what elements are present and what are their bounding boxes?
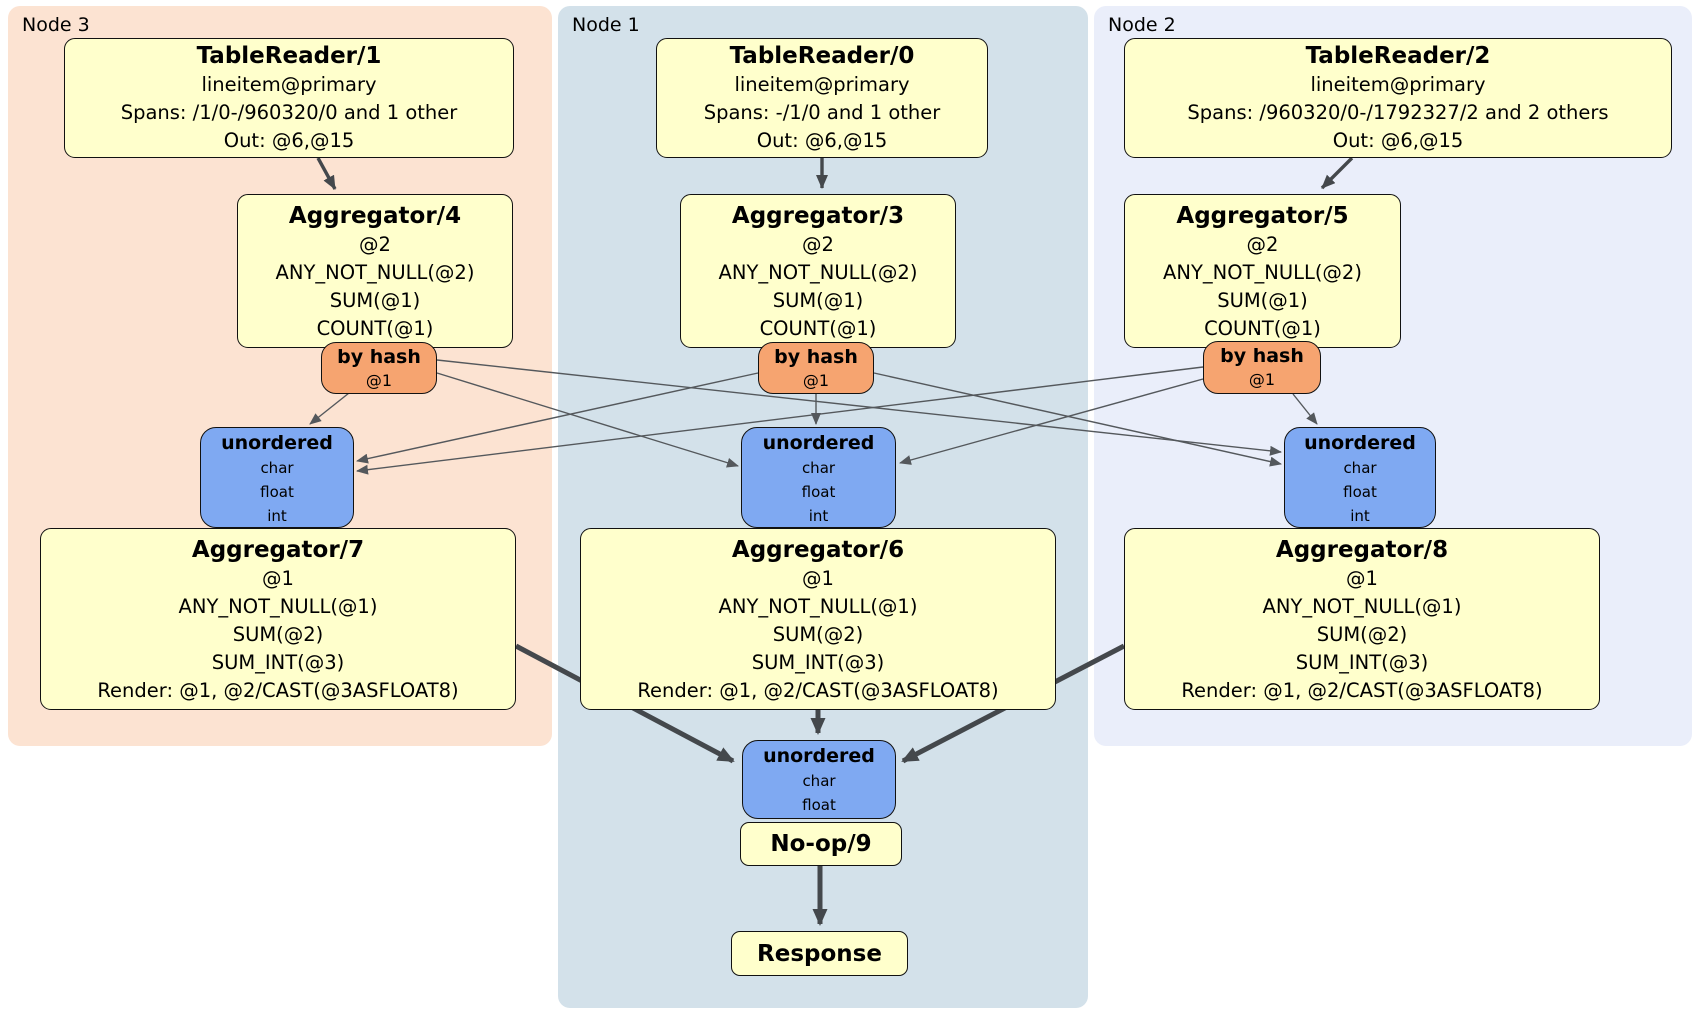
tablereader-1-out: Out: @6,@15 [223,129,355,152]
aggregator-8-fn2: SUM(@2) [1316,623,1408,646]
sync-unordered-node3-title: unordered [221,432,333,454]
sync-unordered-final-type2: float [802,796,836,814]
aggregator-3-fn2: SUM(@1) [772,289,864,312]
aggregator-8-title: Aggregator/8 [1275,537,1449,563]
aggregator-4-fn1: ANY_NOT_NULL(@2) [275,261,475,284]
aggregator-8-render: Render: @1, @2/CAST(@3ASFLOAT8) [1181,679,1543,702]
router-byhash-node1-col: @1 [802,371,830,390]
tablereader-2-box: TableReader/2 lineitem@primary Spans: /9… [1124,38,1672,158]
aggregator-8-box: Aggregator/8 @1 ANY_NOT_NULL(@1) SUM(@2)… [1124,528,1600,710]
sync-unordered-node1-type3: int [808,507,829,525]
aggregator-8-group: @1 [1346,567,1378,590]
noop-9-title: No-op/9 [770,831,872,857]
tablereader-1-title: TableReader/1 [196,43,382,69]
aggregator-6-fn3: SUM_INT(@3) [751,651,885,674]
sync-unordered-node1-type2: float [801,483,836,501]
aggregator-5-box: Aggregator/5 @2 ANY_NOT_NULL(@2) SUM(@1)… [1124,194,1401,348]
edge-byhash3-unord3 [309,392,350,425]
tablereader-1-box: TableReader/1 lineitem@primary Spans: /1… [64,38,514,158]
aggregator-6-render: Render: @1, @2/CAST(@3ASFLOAT8) [637,679,999,702]
sync-unordered-node1-title: unordered [762,432,875,454]
edge-tr1-agg4 [316,157,337,190]
aggregator-7-render: Render: @1, @2/CAST(@3ASFLOAT8) [97,679,459,702]
tablereader-0-out: Out: @6,@15 [756,129,888,152]
noop-9-box: No-op/9 [740,822,902,866]
router-byhash-node1-title: by hash [774,346,858,368]
aggregator-7-title: Aggregator/7 [191,537,365,563]
tablereader-2-index: lineitem@primary [1310,73,1486,96]
aggregator-4-box: Aggregator/4 @2 ANY_NOT_NULL(@2) SUM(@1)… [237,194,513,348]
sync-unordered-node2-type2: float [1343,483,1377,501]
edge-byhash2-unord1 [899,378,1204,465]
tablereader-2-title: TableReader/2 [1305,43,1491,69]
router-byhash-node2: by hash @1 [1203,341,1321,394]
tablereader-0-spans: Spans: -/1/0 and 1 other [703,101,941,124]
tablereader-0-index: lineitem@primary [734,73,910,96]
router-byhash-node3-title: by hash [337,346,421,368]
region-node3-label: Node 3 [22,14,90,36]
aggregator-7-fn2: SUM(@2) [232,623,324,646]
aggregator-7-fn3: SUM_INT(@3) [211,651,345,674]
edge-byhash3-unord1 [436,372,739,468]
aggregator-6-group: @1 [802,567,834,590]
edge-tr2-agg5 [1320,156,1354,190]
tablereader-0-box: TableReader/0 lineitem@primary Spans: -/… [656,38,988,158]
aggregator-6-fn2: SUM(@2) [772,623,864,646]
router-byhash-node1: by hash @1 [758,342,874,394]
tablereader-2-spans: Spans: /960320/0-/1792327/2 and 2 others [1187,101,1609,124]
aggregator-4-group: @2 [359,233,391,256]
sync-unordered-final: unordered char float [742,740,896,819]
aggregator-3-group: @2 [802,233,834,256]
aggregator-3-box: Aggregator/3 @2 ANY_NOT_NULL(@2) SUM(@1)… [680,194,956,348]
sync-unordered-node2-type3: int [1350,507,1370,525]
edge-byhash1-unord2 [873,372,1282,467]
aggregator-4-fn2: SUM(@1) [329,289,421,312]
aggregator-4-fn3: COUNT(@1) [316,317,434,340]
aggregator-3-fn3: COUNT(@1) [759,317,877,340]
sync-unordered-node2-type1: char [1343,459,1377,477]
sync-unordered-node1: unordered char float int [741,427,896,528]
sync-unordered-node2: unordered char float int [1284,427,1436,528]
aggregator-5-group: @2 [1246,233,1279,256]
aggregator-8-fn1: ANY_NOT_NULL(@1) [1262,595,1462,618]
aggregator-5-fn3: COUNT(@1) [1204,317,1321,340]
aggregator-8-fn3: SUM_INT(@3) [1295,651,1429,674]
tablereader-0-title: TableReader/0 [729,43,915,69]
aggregator-6-title: Aggregator/6 [731,537,905,563]
sync-unordered-final-title: unordered [763,745,875,767]
sync-unordered-final-type1: char [802,772,836,790]
sync-unordered-node3: unordered char float int [200,427,354,528]
sync-unordered-node3-type3: int [267,507,287,525]
edge-byhash2-unord2 [1292,393,1318,425]
router-byhash-node2-title: by hash [1220,345,1304,367]
tablereader-1-index: lineitem@primary [201,73,377,96]
aggregator-7-group: @1 [262,567,294,590]
aggregator-3-title: Aggregator/3 [731,203,905,229]
aggregator-5-title: Aggregator/5 [1176,203,1349,229]
response-title: Response [757,940,882,967]
aggregator-6-fn1: ANY_NOT_NULL(@1) [718,595,918,618]
region-node1-label: Node 1 [572,14,640,36]
sync-unordered-node3-type2: float [260,483,294,501]
router-byhash-node3-col: @1 [365,371,393,390]
aggregator-6-box: Aggregator/6 @1 ANY_NOT_NULL(@1) SUM(@2)… [580,528,1056,710]
tablereader-1-spans: Spans: /1/0-/960320/0 and 1 other [120,101,458,124]
sync-unordered-node1-type1: char [801,459,836,477]
router-byhash-node2-col: @1 [1248,370,1276,389]
aggregator-5-fn2: SUM(@1) [1217,289,1308,312]
tablereader-2-out: Out: @6,@15 [1332,129,1464,152]
edge-byhash2-unord3 [356,366,1204,475]
response-box: Response [731,931,908,976]
edge-byhash1-unord3 [356,372,759,464]
sync-unordered-node3-type1: char [260,459,294,477]
router-byhash-node3: by hash @1 [321,342,437,394]
sync-unordered-node2-title: unordered [1304,432,1416,454]
aggregator-7-box: Aggregator/7 @1 ANY_NOT_NULL(@1) SUM(@2)… [40,528,516,710]
aggregator-7-fn1: ANY_NOT_NULL(@1) [178,595,378,618]
edge-byhash3-unord2 [436,359,1282,456]
aggregator-5-fn1: ANY_NOT_NULL(@2) [1163,261,1362,284]
aggregator-4-title: Aggregator/4 [288,203,462,229]
aggregator-3-fn1: ANY_NOT_NULL(@2) [718,261,918,284]
region-node2-label: Node 2 [1108,14,1176,36]
